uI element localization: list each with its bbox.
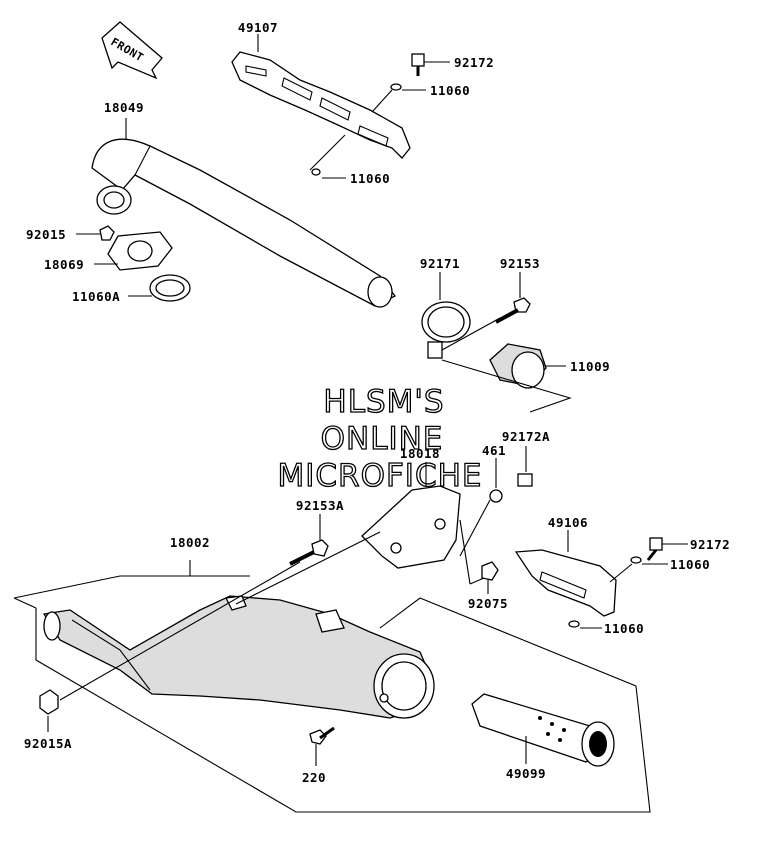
part-49106-heat-guard[interactable] (514, 549, 617, 617)
label-18069: 18069 (44, 257, 84, 272)
part-11060-washer[interactable] (390, 83, 402, 91)
label-220: 220 (302, 770, 326, 785)
part-18049-exhaust-pipe[interactable] (91, 138, 396, 308)
front-arrow-icon: FRONT (101, 21, 163, 80)
watermark-line-2: ONLINE (321, 421, 444, 457)
label-92015: 92015 (26, 227, 66, 242)
part-11060-washer-mid[interactable] (311, 168, 321, 176)
watermark-line-1: HLSM'S (323, 384, 444, 420)
label-92172A: 92172A (502, 429, 550, 444)
label-11060-mid: 11060 (350, 171, 390, 186)
label-18049: 18049 (104, 100, 144, 115)
part-labels: 49107 92172 11060 18049 11060 92015 1806… (24, 20, 730, 785)
label-49106: 49106 (548, 515, 588, 530)
part-92153A-bolt[interactable] (289, 539, 329, 566)
part-11060-washer-low[interactable] (568, 620, 580, 628)
part-92172-bolt[interactable] (411, 53, 425, 76)
part-92171-clamp[interactable] (421, 301, 471, 359)
watermark-line-3: MICROFICHE (278, 458, 483, 494)
label-11060-low: 11060 (604, 621, 644, 636)
label-92015A: 92015A (24, 736, 72, 751)
part-11060-washer-right[interactable] (630, 556, 642, 564)
part-49107-heat-guard[interactable] (231, 51, 411, 159)
label-461: 461 (482, 443, 506, 458)
label-92172-right: 92172 (690, 537, 730, 552)
part-11009-sleeve[interactable] (489, 343, 547, 389)
part-92015-nut[interactable] (99, 225, 115, 241)
part-18069-flange[interactable] (107, 231, 173, 271)
part-461-washer[interactable] (489, 489, 503, 503)
label-92153: 92153 (500, 256, 540, 271)
label-92153A: 92153A (296, 498, 344, 513)
part-220-screw[interactable] (309, 726, 335, 745)
label-49099: 49099 (506, 766, 546, 781)
label-11060-top: 11060 (430, 83, 470, 98)
label-18002: 18002 (170, 535, 210, 550)
part-11060A-gasket[interactable] (149, 274, 191, 302)
label-11009: 11009 (570, 359, 610, 374)
part-92172A-nut[interactable] (517, 473, 533, 487)
label-92172-top: 92172 (454, 55, 494, 70)
label-49107: 49107 (238, 20, 278, 35)
part-49099-spark-arrestor[interactable] (471, 693, 615, 767)
label-18018: 18018 (400, 446, 440, 461)
part-92172-bolt-right[interactable] (646, 537, 663, 561)
label-11060A: 11060A (72, 289, 120, 304)
part-18018-bracket[interactable] (361, 485, 461, 569)
label-92171: 92171 (420, 256, 460, 271)
watermark: HLSM'S ONLINE MICROFICHE (277, 383, 483, 494)
label-92075: 92075 (468, 596, 508, 611)
label-11060-right: 11060 (670, 557, 710, 572)
part-92075-grommet[interactable] (481, 561, 499, 581)
part-18002-muffler[interactable] (42, 595, 435, 719)
part-92015A-nut[interactable] (39, 689, 59, 715)
part-92153-bolt[interactable] (495, 297, 531, 324)
